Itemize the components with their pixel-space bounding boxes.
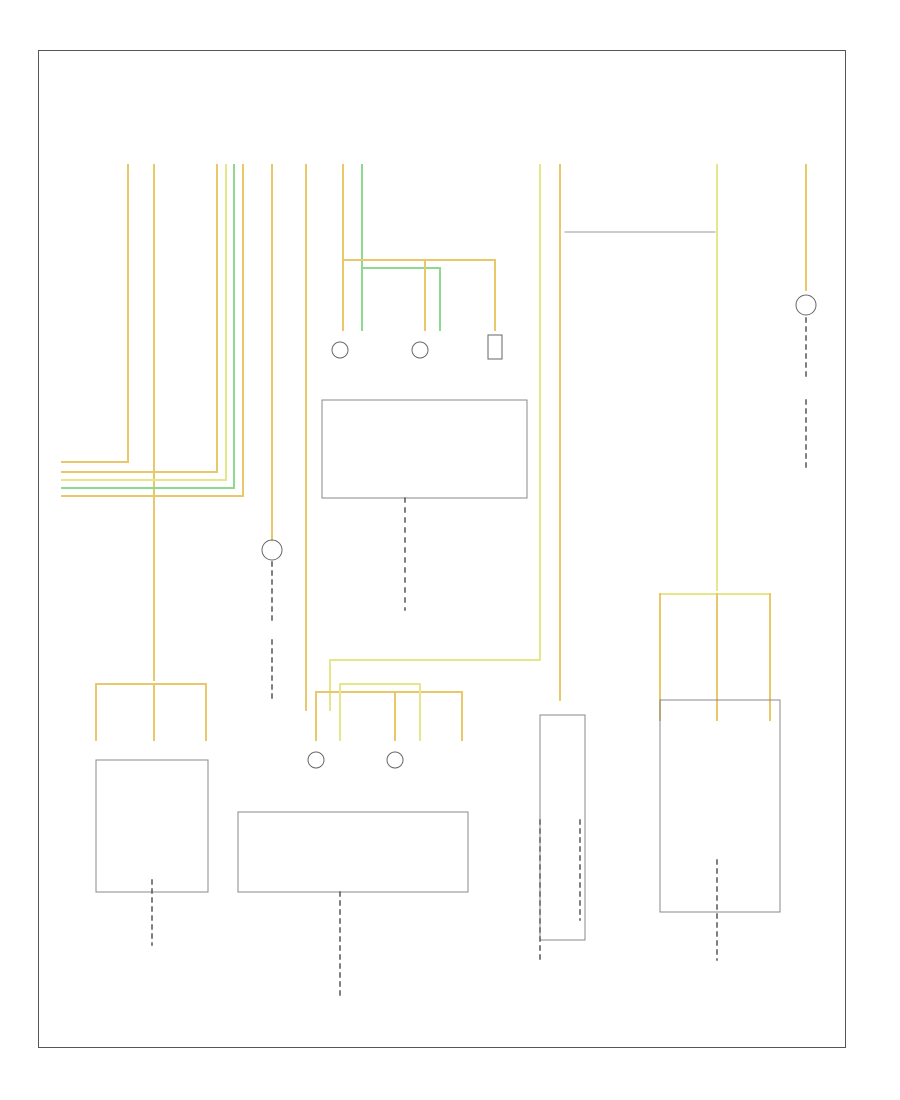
right-column xyxy=(659,164,817,961)
lower-center-assembly xyxy=(237,683,469,1001)
upper-lamp-group xyxy=(321,164,528,611)
lower-center-right-assembly xyxy=(539,714,586,961)
left-middle-lamp xyxy=(261,539,283,701)
horizontal-bus-wires xyxy=(61,461,244,497)
diagram-frame xyxy=(38,50,846,1048)
left-vertical-wires xyxy=(127,164,307,711)
lower-left-assembly xyxy=(95,683,209,946)
center-yellow-wires xyxy=(329,164,716,711)
